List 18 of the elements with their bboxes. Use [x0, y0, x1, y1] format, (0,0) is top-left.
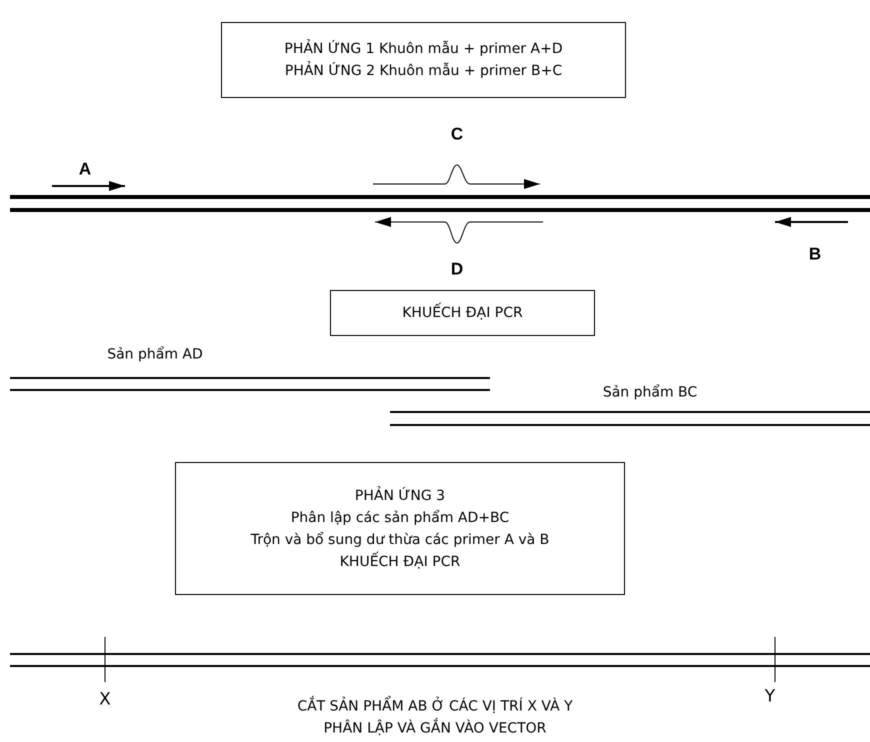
primer-label: C	[450, 126, 464, 144]
box-text: PHẢN ỨNG 3	[354, 485, 446, 506]
product-label: Sản phẩm AD	[107, 347, 203, 363]
box-text: Trộn và bổ sung dư thừa các primer A và B	[250, 530, 550, 550]
text-box	[175, 462, 625, 595]
product-label: Sản phẩm BC	[602, 385, 698, 401]
primer-label: A	[78, 160, 92, 180]
text-box	[330, 290, 595, 336]
cut-site-label: X	[99, 690, 111, 710]
box-text: KHUẾCH ĐẠI PCR	[402, 302, 523, 324]
box-text: PHẢN ỨNG 1 Khuôn mẫu + primer A+D	[284, 38, 563, 59]
text-box	[221, 22, 626, 98]
box-text: PHẢN ỨNG 2 Khuôn mẫu + primer B+C	[284, 60, 562, 81]
cut-site-label: Y	[764, 688, 776, 706]
primer-label: B	[808, 246, 822, 264]
primer-label: D	[450, 260, 464, 280]
box-text: Phân lập các sản phẩm AD+BC	[290, 508, 510, 528]
box-text: KHUẾCH ĐẠI PCR	[340, 550, 460, 572]
